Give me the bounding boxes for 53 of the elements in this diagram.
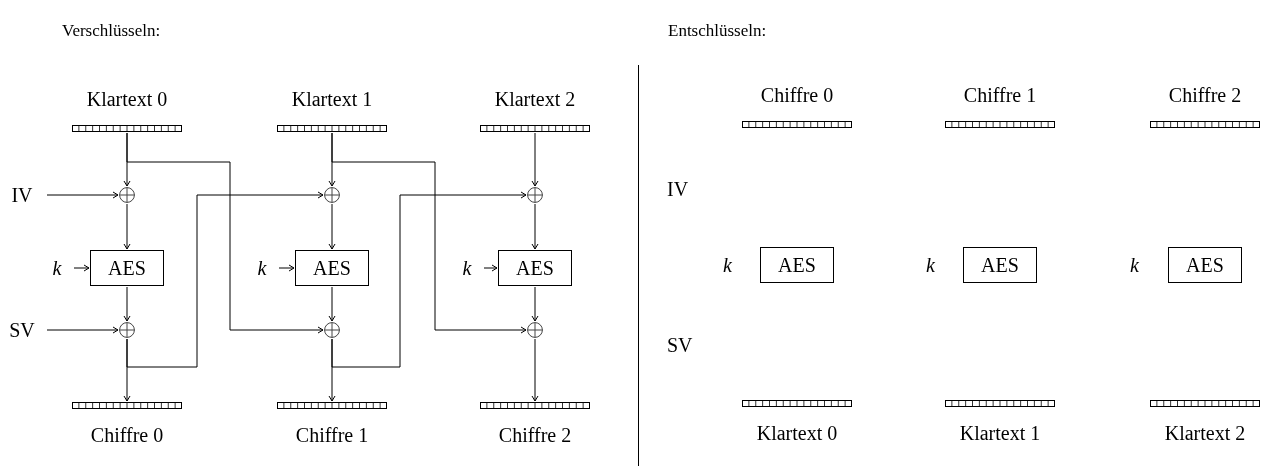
section-title: Entschlüsseln:: [668, 20, 767, 42]
block-caption: Klartext 2: [1164, 421, 1246, 446]
text-label: k: [723, 253, 732, 278]
xor-symbol: [527, 187, 543, 203]
xor-symbol: [324, 187, 340, 203]
text-label: IV: [667, 177, 689, 202]
xor-symbol: [324, 322, 340, 338]
cipher-box: AES: [1168, 247, 1242, 283]
arrow: [531, 338, 539, 402]
block-caption: Klartext 1: [291, 87, 373, 112]
arrow: [328, 286, 336, 322]
arrow: [328, 203, 336, 250]
key-label: k: [460, 256, 474, 280]
cipher-box: AES: [963, 247, 1037, 283]
text-label: SV: [667, 333, 693, 358]
arrow: [531, 203, 539, 250]
block-caption: Chiffre 0: [760, 83, 834, 108]
key-label: k: [50, 256, 64, 280]
cipher-box: AES: [498, 250, 572, 286]
key-label: k: [255, 256, 269, 280]
arrow: [123, 286, 131, 322]
cipher-box: AES: [295, 250, 369, 286]
xor-symbol: [119, 187, 135, 203]
arrow: [278, 264, 295, 272]
arrow: [531, 286, 539, 322]
arrow: [531, 132, 539, 187]
block-caption: Klartext 1: [959, 421, 1041, 446]
block-caption: Chiffre 0: [90, 423, 164, 448]
arrow: [73, 264, 90, 272]
text-label: k: [926, 253, 935, 278]
section-title: Verschlüsseln:: [62, 20, 161, 42]
block-caption: Chiffre 2: [1168, 83, 1242, 108]
arrow: [123, 203, 131, 250]
cipher-box: AES: [760, 247, 834, 283]
arrow: [126, 132, 324, 334]
block-caption: Chiffre 2: [498, 423, 572, 448]
arrow: [331, 191, 527, 368]
arrow: [483, 264, 498, 272]
cipher-box: AES: [90, 250, 164, 286]
text-label: k: [1130, 253, 1139, 278]
block-caption: Klartext 0: [756, 421, 838, 446]
arrow: [331, 132, 527, 334]
input-label: SV: [7, 317, 37, 343]
xor-symbol: [119, 322, 135, 338]
xor-symbol: [527, 322, 543, 338]
input-label: IV: [7, 182, 37, 208]
block-caption: Chiffre 1: [963, 83, 1037, 108]
arrow: [46, 326, 119, 334]
block-caption: Chiffre 1: [295, 423, 369, 448]
block-caption: Klartext 2: [494, 87, 576, 112]
block-caption: Klartext 0: [86, 87, 168, 112]
arrow: [126, 191, 324, 368]
arrow: [46, 191, 119, 199]
